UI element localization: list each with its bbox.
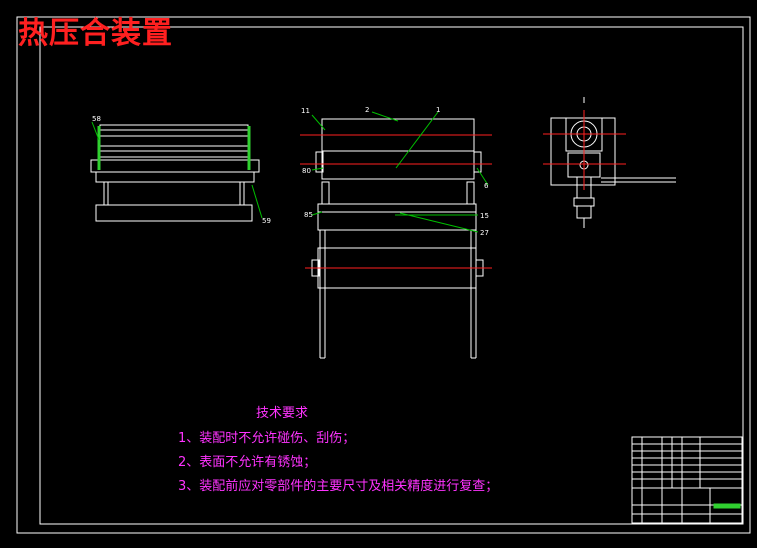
label-80: 80 (302, 167, 311, 175)
label-59: 59 (262, 217, 271, 225)
label-2: 2 (365, 106, 369, 114)
front-view-leaders (311, 111, 489, 233)
title-block (631, 436, 743, 524)
label-27: 27 (480, 229, 489, 237)
requirement-item: 1、装配时不允许碰伤、刮伤； (178, 431, 356, 446)
label-15: 15 (480, 212, 489, 220)
label-1: 1 (436, 106, 440, 114)
inner-border (39, 26, 744, 525)
front-view-centerlines (300, 134, 492, 269)
label-11: 11 (301, 107, 310, 115)
front-view (311, 118, 484, 359)
outer-border (16, 16, 751, 534)
technical-requirements-heading: 技术要求 (256, 406, 309, 421)
side-view-right (550, 97, 676, 228)
leader-59 (251, 184, 263, 219)
drawing-title: 热压合装置 (18, 16, 173, 51)
requirement-item: 2、表面不允许有锈蚀； (178, 455, 317, 470)
label-58: 58 (92, 115, 101, 123)
label-6: 6 (484, 182, 489, 190)
right-view-centerlines (543, 110, 626, 190)
technical-requirements: 技术要求 1、装配时不允许碰伤、刮伤； 2、表面不允许有锈蚀； 3、装配前应对零… (178, 402, 498, 499)
side-view-left (90, 121, 263, 222)
requirement-item: 3、装配前应对零部件的主要尺寸及相关精度进行复查； (178, 479, 499, 494)
label-85: 85 (304, 211, 313, 219)
leader-58 (91, 121, 100, 141)
